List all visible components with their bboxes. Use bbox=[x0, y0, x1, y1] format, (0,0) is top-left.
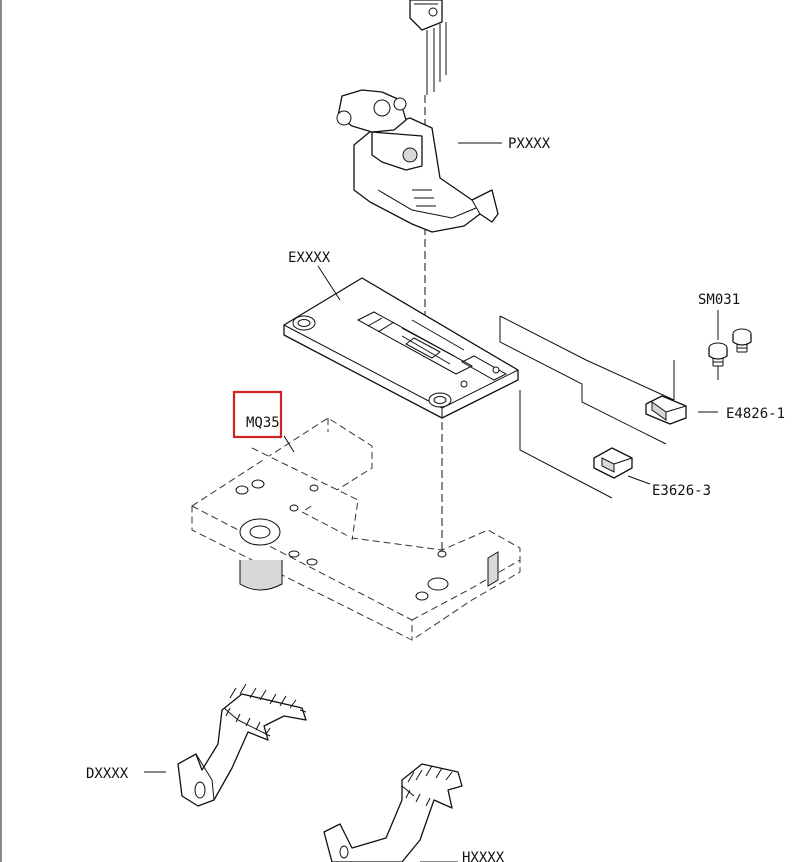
bracket-upper-leader-2 bbox=[499, 315, 675, 401]
feed-dog-left-part bbox=[177, 683, 307, 807]
label-feed-dog-right: HXXXX bbox=[462, 850, 505, 862]
highlight-box bbox=[232, 390, 283, 439]
bracket-lower-label-line bbox=[627, 475, 651, 485]
plate-base-part bbox=[191, 417, 521, 641]
bracket-upper-part bbox=[645, 395, 687, 425]
presser-foot-part bbox=[336, 89, 499, 233]
label-feed-dog-left: DXXXX bbox=[86, 766, 129, 782]
label-screws: SM031 bbox=[698, 292, 740, 308]
needle-plate-label-line bbox=[317, 265, 341, 301]
bracket-lower-part bbox=[593, 447, 633, 479]
label-needle-plate: EXXXX bbox=[288, 250, 331, 266]
label-bracket-lower: E3626-3 bbox=[652, 483, 711, 499]
screws-part bbox=[673, 310, 752, 400]
bracket-lower-leader bbox=[519, 390, 613, 499]
label-bracket-upper: E4826-1 bbox=[726, 406, 785, 422]
needle-plate-part bbox=[283, 277, 519, 419]
needle-clamp-part bbox=[409, 0, 447, 95]
feed-dog-right-part bbox=[323, 763, 463, 862]
bracket-upper-leader bbox=[499, 316, 667, 445]
label-presser-foot: PXXXX bbox=[508, 136, 551, 152]
label-plate-base[interactable]: MQ35 bbox=[246, 415, 280, 431]
